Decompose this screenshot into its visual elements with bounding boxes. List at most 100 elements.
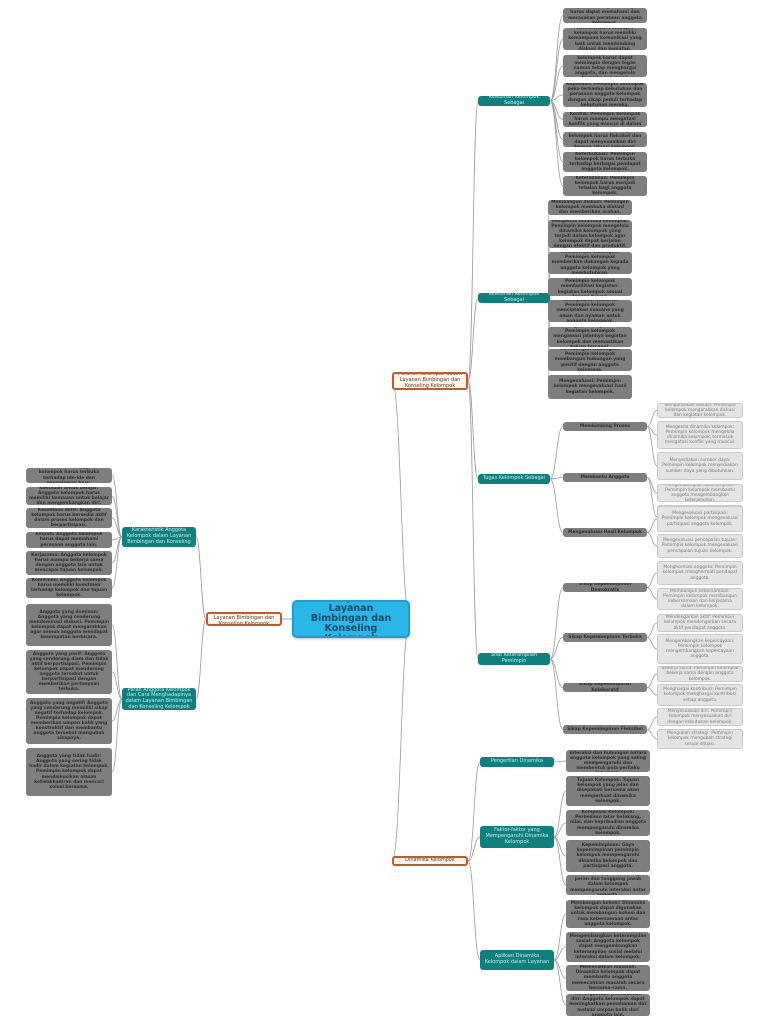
detail-r2-1-2[interactable]: Kepemimpinan: Gaya kepemimpinan pemimpin…: [566, 840, 650, 872]
subtopic-r1-0[interactable]: Kelebihan Kelompok Sebagai: [478, 96, 550, 106]
connector-line: [646, 687, 658, 696]
detail-r1-1-0[interactable]: Membangun diskusi: Pemimpin kelompok mem…: [548, 200, 632, 215]
detail-r1-1-6[interactable]: Membangun hubungan: Pemimpin kelompok me…: [548, 349, 632, 371]
connector-line: [549, 658, 564, 688]
main-topic-peranan-pemimpin[interactable]: Peranan Kelompok dalam Layanan Bimbingan…: [392, 372, 468, 390]
detail-l-0-5[interactable]: Komitmen: Anggota kelompok harus memilik…: [26, 578, 112, 598]
detail-r1-3-0[interactable]: Sikap Kepemimpinan Demokratis: [563, 583, 647, 592]
leaf-r1-3-3-1[interactable]: Mengubah strategi: Pemimpin kelompok men…: [657, 729, 743, 749]
main-topic-dinamika-kelompok[interactable]: Dinamika Kelompok: [392, 856, 468, 866]
detail-r2-1-0[interactable]: Tujuan Kelompok: Tujuan kelompok yang je…: [566, 776, 650, 806]
connector-line: [111, 495, 123, 538]
leaf-r1-2-2-0[interactable]: Mengevaluasi partisipasi: Pemimpin kelom…: [657, 506, 743, 532]
connector-line: [111, 624, 123, 700]
detail-r2-1-3[interactable]: Struktur Kelompok: Pembagian peran dan t…: [566, 875, 650, 895]
subtopic-r1-3[interactable]: Sifat Keterampilan Pemimpin: [478, 653, 550, 665]
detail-l-0-3[interactable]: Empati: Anggota kelompok harus dapat mem…: [26, 532, 112, 548]
connector-line: [111, 671, 123, 700]
detail-r1-3-1[interactable]: Sikap Kepemimpinan Terbuka: [563, 633, 647, 642]
subtopic-r1-2[interactable]: Tugas Kelompok Sebagai: [478, 474, 550, 484]
detail-r1-1-2[interactable]: Memberikan dukungan: Pemimpin kelompok m…: [548, 252, 632, 274]
subtopic-l-1[interactable]: Peran Anggota Kelompok dan Cara Menghada…: [122, 688, 196, 710]
leaf-r1-2-0-1[interactable]: Mengelola dinamika kelompok: Pemimpin ke…: [657, 421, 743, 449]
connector-line: [646, 716, 658, 730]
detail-r1-2-1[interactable]: Membantu Anggota: [563, 473, 647, 482]
detail-l-0-1[interactable]: Kemauan untuk belajar: Anggota kelompok …: [26, 487, 112, 505]
detail-r2-2-2[interactable]: Memecahkan masalah: Dinamika kelompok da…: [566, 965, 650, 991]
connector-line: [646, 426, 658, 436]
connector-line: [549, 100, 564, 140]
detail-l-0-0[interactable]: Keterbukaan: Anggota kelompok harus terb…: [26, 468, 112, 483]
leaf-r1-2-2-1[interactable]: Mengevaluasi pencapaian tujuan: Pemimpin…: [657, 534, 743, 558]
detail-r1-0-6[interactable]: Keterbukaan: Pemimpin kelompok harus ter…: [563, 152, 647, 172]
detail-r1-1-1[interactable]: Mengelola dinamika kelompok: Pemimpin ke…: [548, 220, 632, 248]
subtopic-r2-2[interactable]: Aplikasi Dinamika Kelompok dalam Layanan: [480, 950, 554, 970]
detail-l-1-1[interactable]: Anggota yang pasif: Anggota yang cenderu…: [26, 650, 112, 694]
subtopic-r2-0[interactable]: Pengertian Dinamika: [480, 757, 554, 767]
connector-line: [646, 477, 658, 494]
connector-line: [553, 822, 567, 838]
subtopic-l-0[interactable]: Karakteristik Anggota Kelompok dalam Lay…: [122, 527, 196, 547]
connector-line: [467, 836, 481, 862]
connector-line: [391, 618, 411, 862]
detail-r1-1-7[interactable]: Mengevaluasi: Pemimpin kelompok mengeval…: [548, 375, 632, 399]
connector-line: [646, 477, 658, 518]
detail-r2-2-3[interactable]: Meningkatkan pemahaman diri: Anggota kel…: [566, 994, 650, 1016]
connector-line: [549, 100, 564, 187]
detail-r1-1-3[interactable]: Memfasilitasi kegiatan: Pemimpin kelompo…: [548, 278, 632, 296]
detail-r1-0-3[interactable]: Kepekaan: Pemimpin kelompok peka terhada…: [563, 83, 647, 107]
connector-line: [549, 426, 564, 480]
connector-line: [646, 637, 658, 650]
detail-r1-0-0[interactable]: Empati: Pemimpin kelompok harus dapat me…: [563, 8, 647, 23]
leaf-r1-3-0-0[interactable]: Menghormati anggota: Pemimpin kelompok m…: [657, 561, 743, 585]
leaf-r1-2-1-0[interactable]: Mengembangkan keterampilan: Pemimpin kel…: [657, 484, 743, 502]
detail-l-0-4[interactable]: Kerjasama: Anggota kelompok harus mampu …: [26, 551, 112, 575]
detail-l-1-0[interactable]: Anggota yang dominan: Anggota yang cende…: [26, 604, 112, 646]
leaf-r1-2-0-2[interactable]: Menyediakan sumber daya: Pemimpin kelomp…: [657, 452, 743, 480]
connector-line: [391, 380, 411, 620]
connector-line: [467, 860, 481, 961]
detail-r1-0-4[interactable]: Keterampilan Mengelola Konflik: Pemimpin…: [563, 112, 647, 127]
detail-r1-2-2[interactable]: Mengevaluasi Hasil Kelompok: [563, 528, 647, 537]
connector-line: [553, 790, 567, 838]
subtopic-r2-1[interactable]: Faktor-faktor yang Mempengaruhi Dinamika…: [480, 826, 554, 848]
leaf-r1-3-0-1[interactable]: Membangun kebersamaan: Pemimpin kelompok…: [657, 588, 743, 610]
connector-line: [646, 729, 658, 740]
detail-r2-2-1[interactable]: Mengembangkan keterampilan sosial: Anggo…: [566, 932, 650, 962]
detail-r1-0-5[interactable]: Fleksibilitas: Pemimpin kelompok harus f…: [563, 132, 647, 147]
connector-line: [646, 572, 658, 588]
detail-r1-1-4[interactable]: Menciptakan suasana: Pemimpin kelompok m…: [548, 300, 632, 322]
detail-r1-2-0[interactable]: Membimbing Proses: [563, 422, 647, 431]
detail-l-1-2[interactable]: Anggota yang negatif: Anggota yang cende…: [26, 698, 112, 744]
detail-r1-3-3[interactable]: Sikap Kepemimpinan Fleksibel: [563, 725, 647, 734]
connector-line: [549, 100, 564, 163]
connector-line: [549, 15, 564, 102]
detail-r2-2-0[interactable]: Membangun kohesi: Dinamika kelompok dapa…: [566, 900, 650, 928]
connector-line: [549, 94, 564, 102]
connector-line: [646, 426, 658, 467]
connector-line: [549, 65, 564, 102]
connector-line: [646, 410, 658, 427]
detail-r1-0-2[interactable]: Kepemimpinan: Pemimpin kelompok harus da…: [563, 55, 647, 77]
central-topic[interactable]: Komponen Layanan Bimbingan dan Konseling…: [292, 600, 410, 638]
main-topic-anggota-kelompok[interactable]: Anggota Kelompok dalam Layanan Bimbingan…: [206, 612, 282, 626]
detail-r1-0-7[interactable]: Keteladanan: Pemimpin kelompok harus men…: [563, 176, 647, 196]
detail-r2-1-1[interactable]: Komposisi Kelompok: Perbedaan latar bela…: [566, 810, 650, 836]
leaf-r1-3-2-0[interactable]: Bekerja sama: Pemimpin kelompok bekerja …: [657, 666, 743, 682]
connector-line: [111, 517, 123, 538]
detail-r1-0-1[interactable]: Komunikasi: Pemimpin kelompok harus memi…: [563, 28, 647, 50]
detail-l-1-3[interactable]: Anggota yang tidak hadir: Anggota yang s…: [26, 748, 112, 796]
leaf-r1-3-1-1[interactable]: Mengembangkan kepercayaan: Pemimpin kelo…: [657, 634, 743, 664]
subtopic-r1-1[interactable]: Kelebihan Kelompok Sebagai: [478, 293, 550, 303]
detail-l-0-2[interactable]: Kesediaan aktif: Anggota kelompok harus …: [26, 508, 112, 528]
connector-line: [553, 946, 567, 961]
connector-line: [549, 478, 564, 533]
detail-r1-3-2[interactable]: Sikap Kepemimpinan Kolaboratif: [563, 683, 647, 692]
detail-r1-1-5[interactable]: Mengawasi Kegiatan: Pemimpin kelompok me…: [548, 327, 632, 347]
leaf-r1-3-1-0[interactable]: Mendengarkan aktif: Pemimpin kelompok me…: [657, 614, 743, 632]
connector-line: [646, 622, 658, 638]
leaf-r1-3-3-0[interactable]: Menyesuaikan diri: Pemimpin kelompok men…: [657, 708, 743, 726]
leaf-r1-3-2-1[interactable]: Menghargai kontribusi: Pemimpin kelompok…: [657, 684, 743, 706]
detail-r2-0-0[interactable]: Dinamika kelompok adalah interaksi dan h…: [566, 750, 650, 772]
leaf-r1-2-0-0[interactable]: Mengarahkan diskusi: Pemimpin kelompok m…: [657, 403, 743, 418]
